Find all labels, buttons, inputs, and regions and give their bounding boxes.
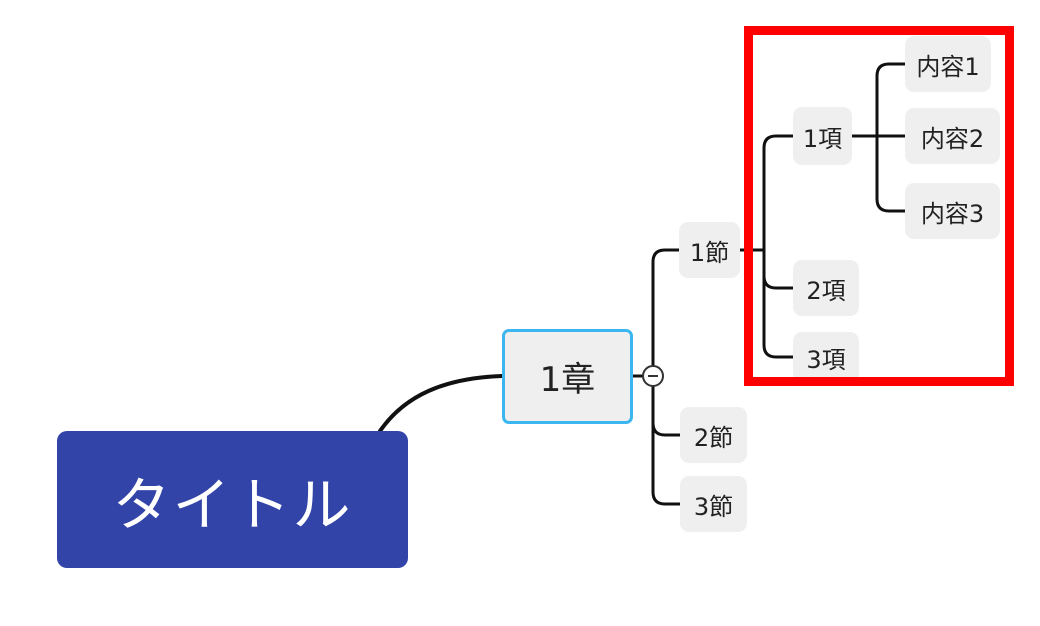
chapter-topic-label: 1章 xyxy=(539,360,596,400)
section-topic-label: 1節 xyxy=(689,238,730,267)
content-topic-label: 内容1 xyxy=(916,52,980,81)
content-topic-label: 内容3 xyxy=(920,199,985,228)
connector-to-sec3 xyxy=(651,421,682,506)
content-topic-3[interactable]: 内容3 xyxy=(905,183,1000,239)
connector-to-content3 xyxy=(875,134,907,213)
chapter-topic[interactable]: 1章 xyxy=(502,329,633,424)
content-topic-2[interactable]: 内容2 xyxy=(905,108,1000,164)
section-topic-label: 2節 xyxy=(693,423,734,452)
item-topic-label: 3項 xyxy=(806,345,846,374)
item-topic-1[interactable]: 1項 xyxy=(793,107,852,165)
item-topic-3[interactable]: 3項 xyxy=(793,332,859,382)
connector-to-sec1 xyxy=(651,248,681,367)
connector-to-item1 xyxy=(762,134,795,252)
content-topic-1[interactable]: 内容1 xyxy=(905,36,991,92)
root-topic-label: タイトル xyxy=(112,470,353,539)
connector-to-sec2 xyxy=(651,385,682,437)
highlight-frame xyxy=(744,26,1014,386)
connector-to-item3 xyxy=(762,274,795,359)
section-topic-label: 3節 xyxy=(693,492,734,521)
content-topic-label: 内容2 xyxy=(920,124,985,153)
item-topic-2[interactable]: 2項 xyxy=(793,260,859,316)
section-topic-2[interactable]: 2節 xyxy=(680,407,747,463)
connector-root-chapter xyxy=(378,374,504,433)
collapse-minus-icon[interactable] xyxy=(642,365,664,387)
connector-to-content1 xyxy=(875,62,907,138)
section-topic-3[interactable]: 3節 xyxy=(680,476,747,532)
section-topic-1[interactable]: 1節 xyxy=(679,222,740,278)
item-topic-label: 2項 xyxy=(806,276,846,305)
item-topic-label: 1項 xyxy=(802,124,843,153)
root-topic[interactable]: タイトル xyxy=(57,431,408,568)
